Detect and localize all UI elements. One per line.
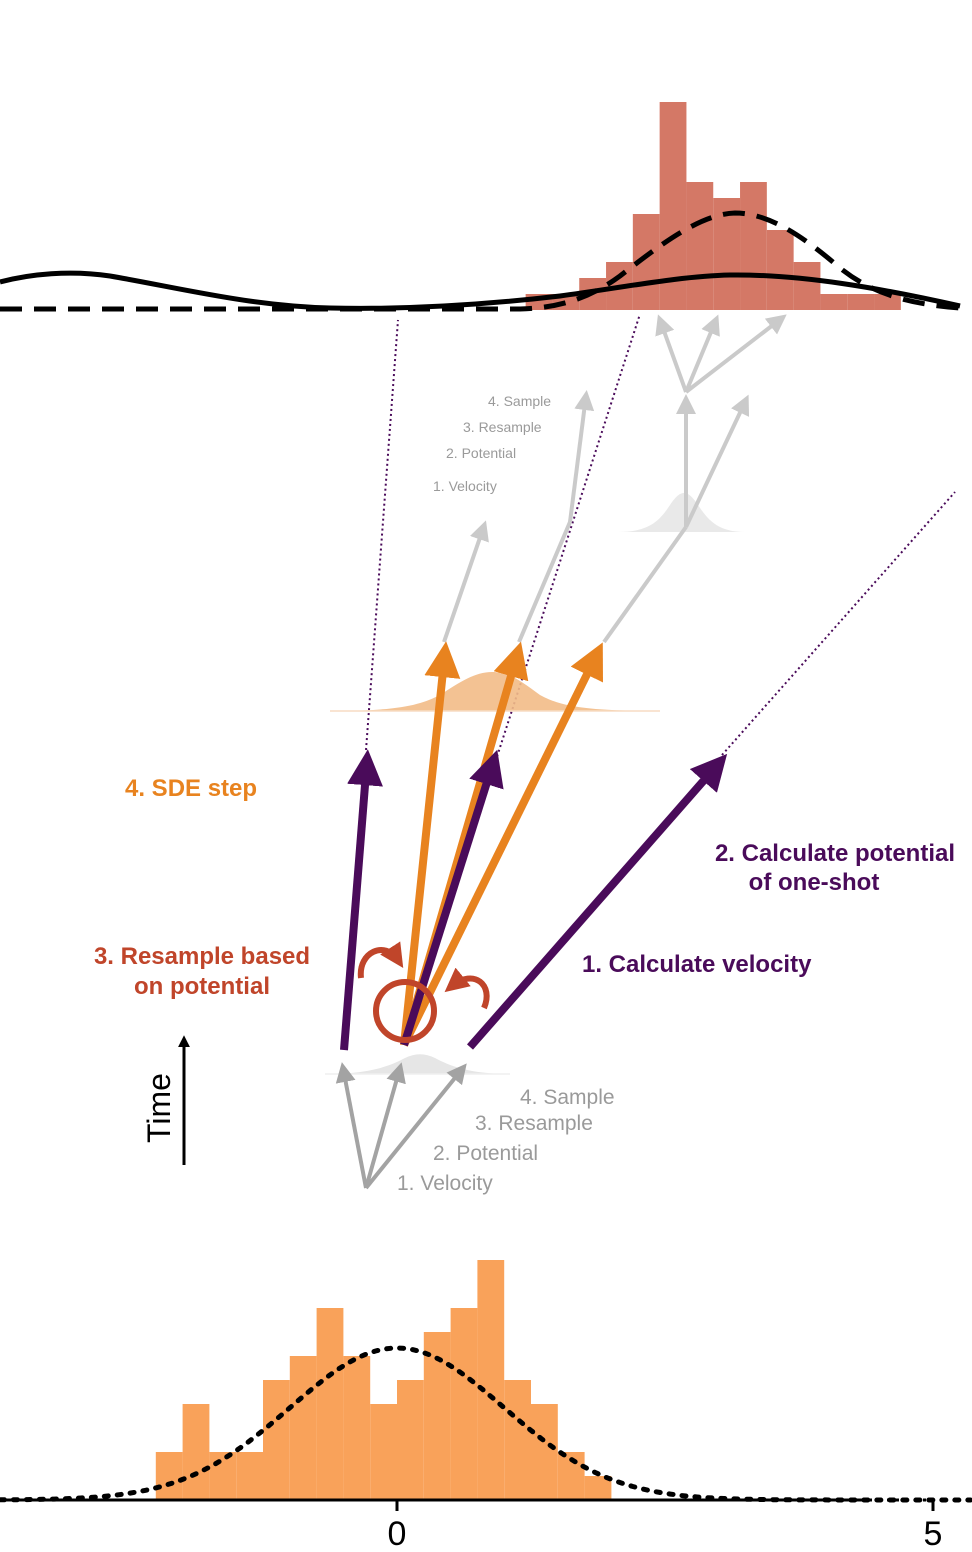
upper-step-labels: 4. Sample 3. Resample 2. Potential 1. Ve… xyxy=(433,393,551,494)
bottom-histogram-bar xyxy=(182,1404,210,1500)
upper-small-density xyxy=(618,493,745,532)
lower-label-potential: 2. Potential xyxy=(433,1142,538,1165)
bottom-histogram-bar xyxy=(397,1380,424,1500)
resample-curved-arrow-left xyxy=(357,941,404,979)
bottom-histogram xyxy=(155,1260,612,1500)
x-tick-label-5: 5 xyxy=(924,1515,943,1552)
lower-label-sample: 4. Sample xyxy=(520,1086,615,1109)
bottom-histogram-bar xyxy=(236,1452,263,1500)
label-resample-line1: 3. Resample based xyxy=(94,943,310,970)
top-histogram-bar xyxy=(659,102,687,310)
bottom-histogram-bar xyxy=(263,1380,290,1500)
bottom-histogram-bar xyxy=(504,1380,531,1500)
purple-arrow-mid xyxy=(400,749,504,1047)
bottom-histogram-bar xyxy=(155,1452,183,1500)
top-histogram-bar xyxy=(874,294,901,310)
top-histogram-bar xyxy=(820,294,848,310)
bottom-histogram-bar xyxy=(370,1404,397,1500)
top-histogram-bar xyxy=(847,294,875,310)
middle-orange-density xyxy=(330,672,660,711)
time-axis-label: Time xyxy=(141,1073,177,1143)
orange-arrow-1 xyxy=(400,641,461,1046)
top-solid-curve xyxy=(0,270,961,311)
lower-small-density xyxy=(325,1054,510,1074)
bottom-histogram-bar xyxy=(450,1308,478,1500)
dotted-trajectory-mid xyxy=(493,313,641,767)
lower-gray-tree xyxy=(335,1062,467,1190)
label-calc-potential-line1: 2. Calculate potential xyxy=(715,840,955,867)
top-histogram-bar xyxy=(793,262,821,310)
top-dashed-curve xyxy=(0,210,961,312)
dotted-trajectory-left xyxy=(365,319,399,751)
label-sde-step: 4. SDE step xyxy=(125,775,257,802)
resample-curved-arrow-right xyxy=(444,967,490,1010)
top-histogram-bar xyxy=(740,182,767,310)
resample-circle xyxy=(373,979,437,1043)
top-histogram xyxy=(525,102,901,310)
label-calc-velocity: 1. Calculate velocity xyxy=(582,951,812,978)
lower-label-resample: 3. Resample xyxy=(475,1112,593,1135)
label-resample-line2: on potential xyxy=(134,973,270,1000)
dotted-trajectory-right xyxy=(721,491,956,756)
lower-label-velocity: 1. Velocity xyxy=(397,1172,493,1195)
upper-label-resample: 3. Resample xyxy=(463,419,542,435)
top-histogram-bar xyxy=(686,182,714,310)
bottom-histogram-bar xyxy=(531,1404,558,1500)
velocity-arrows xyxy=(340,749,728,1051)
bottom-histogram-bar xyxy=(477,1260,505,1500)
label-calc-potential-line2: of one-shot xyxy=(749,869,880,896)
bottom-histogram-bar xyxy=(209,1452,237,1500)
purple-arrow-right xyxy=(466,753,728,1050)
bottom-histogram-bar xyxy=(316,1308,344,1500)
lower-step-labels: 4. Sample 3. Resample 2. Potential 1. Ve… xyxy=(397,1086,615,1195)
purple-arrow-left xyxy=(340,749,383,1051)
upper-label-potential: 2. Potential xyxy=(446,445,516,461)
x-tick-label-0: 0 xyxy=(388,1515,407,1552)
upper-label-velocity: 1. Velocity xyxy=(433,478,497,494)
bottom-histogram-bar xyxy=(343,1356,371,1500)
upper-label-sample: 4. Sample xyxy=(488,393,551,409)
upper-faded-tree xyxy=(442,314,787,644)
orange-arrow-3 xyxy=(400,642,603,1047)
top-histogram-bar xyxy=(713,198,741,310)
top-histogram-bar xyxy=(766,230,794,310)
bottom-histogram-bar xyxy=(289,1356,317,1500)
